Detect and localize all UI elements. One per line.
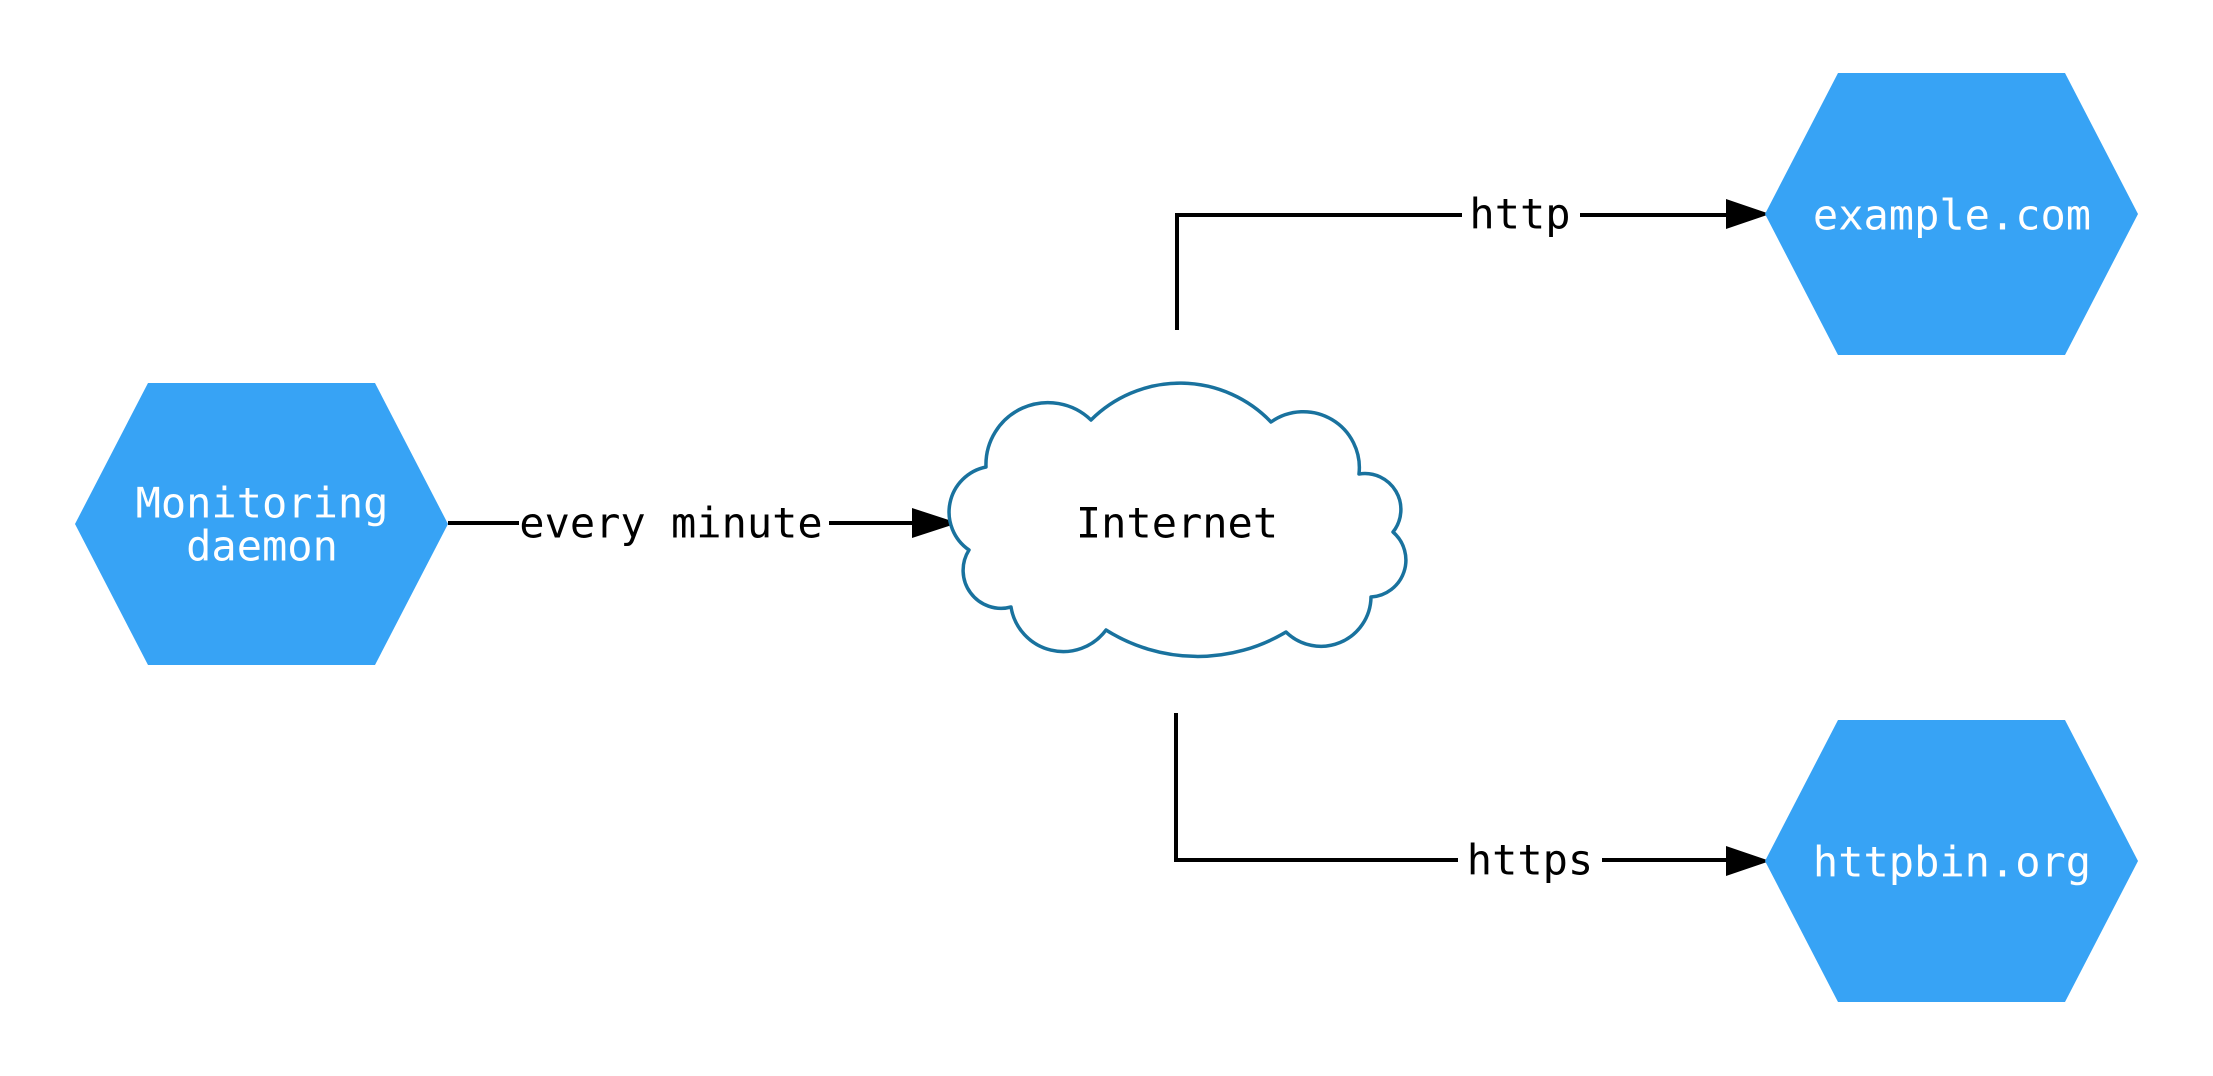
example-com-hexagon	[1765, 73, 2138, 355]
monitoring-daemon-hexagon	[75, 383, 448, 665]
edge-http: http	[1175, 190, 1770, 330]
node-httpbin-org: httpbin.org	[1765, 720, 2138, 1002]
edge-label-every-minute: every minute	[519, 499, 822, 548]
edge-https: https	[1174, 713, 1770, 885]
edge-http-elbow	[1175, 213, 1462, 330]
httpbin-org-hexagon	[1765, 720, 2138, 1002]
node-example-com: example.com	[1765, 73, 2138, 355]
arrowhead-to-example-com	[1726, 199, 1770, 229]
edge-every-minute: every minute	[448, 499, 958, 548]
httpbin-org-label: httpbin.org	[1813, 838, 2091, 887]
monitoring-daemon-label-line2: daemon	[186, 522, 338, 571]
edge-label-https: https	[1467, 836, 1593, 885]
edge-https-elbow	[1174, 713, 1458, 862]
example-com-label: example.com	[1813, 191, 2091, 240]
arrowhead-to-httpbin-org	[1726, 846, 1770, 876]
internet-cloud-shape	[947, 381, 1408, 659]
node-internet: Internet	[947, 381, 1408, 659]
arrowhead-to-internet	[912, 508, 958, 538]
node-monitoring-daemon: Monitoring daemon	[75, 383, 448, 665]
internet-label: Internet	[1076, 499, 1278, 548]
edge-label-http: http	[1469, 190, 1570, 239]
monitoring-daemon-label-line1: Monitoring	[136, 479, 389, 528]
